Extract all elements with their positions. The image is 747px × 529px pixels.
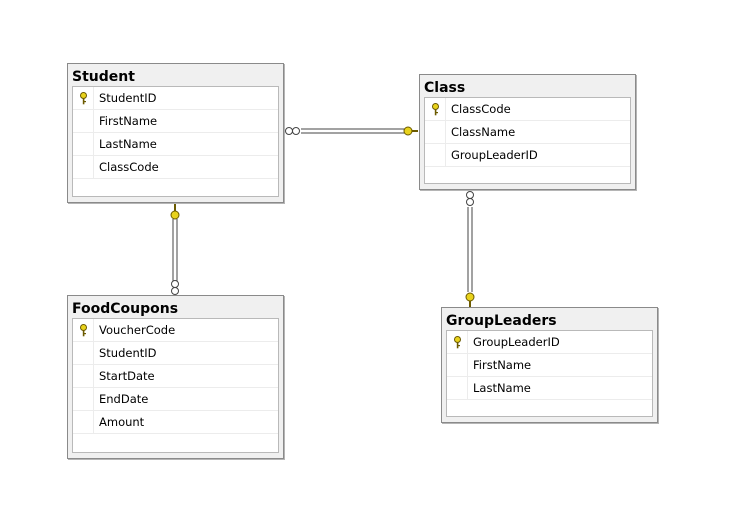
row-selector <box>425 144 446 166</box>
column-grid: ClassCode ClassName GroupLeaderID <box>424 97 631 184</box>
primary-key-icon <box>432 103 439 116</box>
column-name: LastName <box>99 137 157 151</box>
column-row[interactable]: StudentID <box>73 342 278 365</box>
column-grid: GroupLeaderID FirstName LastName <box>446 330 653 417</box>
row-selector <box>73 411 94 433</box>
column-row[interactable]: FirstName <box>447 354 652 377</box>
row-selector <box>425 121 446 143</box>
row-selector <box>447 331 468 353</box>
row-selector <box>447 354 468 376</box>
column-name: VoucherCode <box>99 323 176 337</box>
one-end-key-icon <box>170 204 180 220</box>
column-row[interactable]: LastName <box>447 377 652 400</box>
primary-key-icon <box>80 324 87 337</box>
relationship-student-foodcoupons[interactable] <box>170 204 180 295</box>
table-foodcoupons[interactable]: FoodCoupons VoucherCode StudentID StartD… <box>67 295 284 459</box>
relationship-class-groupleaders[interactable] <box>465 191 475 308</box>
column-grid: VoucherCode StudentID StartDate EndDate … <box>72 318 279 453</box>
column-row[interactable]: GroupLeaderID <box>447 331 652 354</box>
column-name: GroupLeaderID <box>473 335 560 349</box>
column-name: EndDate <box>99 392 149 406</box>
column-name: ClassCode <box>451 102 511 116</box>
relationship-student-class[interactable] <box>285 126 419 136</box>
column-name: StudentID <box>99 91 157 105</box>
column-name: LastName <box>473 381 531 395</box>
column-name: ClassCode <box>99 160 159 174</box>
column-grid: StudentID FirstName LastName ClassCode <box>72 86 279 197</box>
column-name: StartDate <box>99 369 155 383</box>
column-row[interactable]: Amount <box>73 411 278 434</box>
table-title: FoodCoupons <box>72 301 179 317</box>
column-row[interactable]: EndDate <box>73 388 278 411</box>
column-row[interactable]: StartDate <box>73 365 278 388</box>
table-groupleaders[interactable]: GroupLeaders GroupLeaderID FirstName Las… <box>441 307 658 423</box>
row-selector <box>73 133 94 155</box>
column-row[interactable]: LastName <box>73 133 278 156</box>
column-name: GroupLeaderID <box>451 148 538 162</box>
row-selector <box>73 319 94 341</box>
column-name: Amount <box>99 415 145 429</box>
column-name: FirstName <box>473 358 532 372</box>
row-selector <box>425 98 446 120</box>
one-end-key-icon <box>465 292 475 307</box>
primary-key-icon <box>454 336 461 349</box>
column-row[interactable]: ClassCode <box>73 156 278 179</box>
column-name: ClassName <box>451 125 516 139</box>
column-row[interactable]: VoucherCode <box>73 319 278 342</box>
column-row[interactable]: ClassName <box>425 121 630 144</box>
row-selector <box>73 365 94 387</box>
row-selector <box>73 388 94 410</box>
row-selector <box>73 156 94 178</box>
many-end-infinity-icon <box>171 280 179 295</box>
row-selector <box>73 110 94 132</box>
table-class[interactable]: Class ClassCode ClassName GroupLeaderID <box>419 74 636 190</box>
column-row[interactable]: StudentID <box>73 87 278 110</box>
primary-key-icon <box>80 92 87 105</box>
row-selector <box>447 377 468 399</box>
column-name: FirstName <box>99 114 158 128</box>
column-row[interactable]: GroupLeaderID <box>425 144 630 167</box>
row-selector <box>73 342 94 364</box>
column-row[interactable]: ClassCode <box>425 98 630 121</box>
table-student[interactable]: Student StudentID FirstName LastName Cla… <box>67 63 284 203</box>
table-title: Class <box>424 80 466 96</box>
table-title: Student <box>72 69 135 85</box>
many-end-infinity-icon <box>466 191 474 206</box>
many-end-infinity-icon <box>285 127 300 135</box>
column-row[interactable]: FirstName <box>73 110 278 133</box>
row-selector <box>73 87 94 109</box>
table-title: GroupLeaders <box>446 313 557 329</box>
one-end-key-icon <box>403 126 418 136</box>
column-name: StudentID <box>99 346 157 360</box>
